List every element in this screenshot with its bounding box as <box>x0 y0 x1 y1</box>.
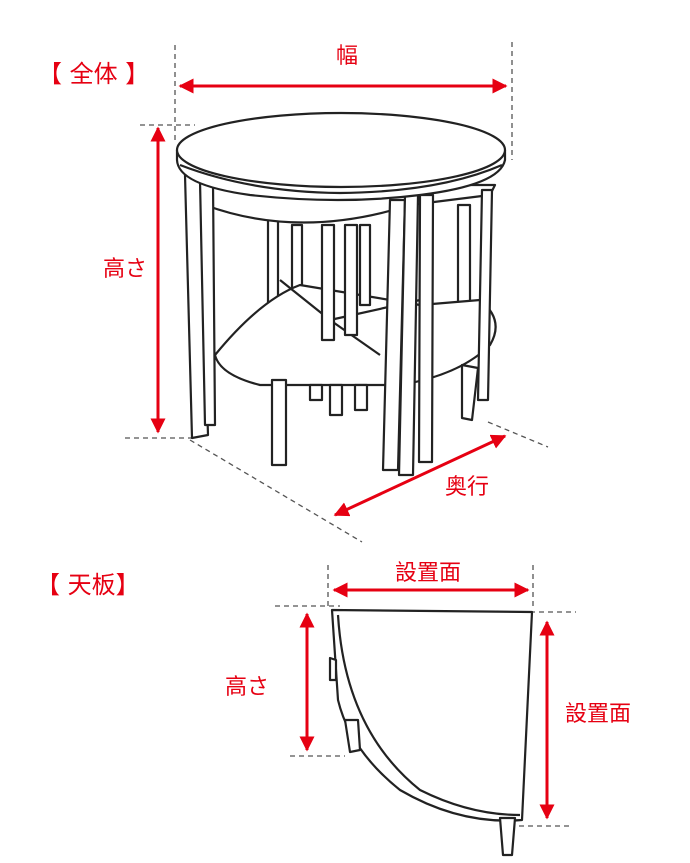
top-board-heading: 【 天板】 <box>36 571 140 599</box>
width-label: 幅 <box>336 44 359 69</box>
guide-lines-overall <box>125 42 549 543</box>
overall-heading: 【 全体 】 <box>38 60 150 88</box>
top-surface-label: 設置面 <box>395 561 462 586</box>
top-board-illustration <box>328 608 534 857</box>
depth-label: 奥行 <box>445 475 490 500</box>
top-height-label: 高さ <box>225 675 270 700</box>
depth-arrow <box>333 434 507 517</box>
nesting-table-illustration <box>175 111 507 477</box>
guide-lines-top-board <box>275 565 576 827</box>
side-surface-label: 設置面 <box>565 702 632 727</box>
height-label: 高さ <box>103 257 148 282</box>
